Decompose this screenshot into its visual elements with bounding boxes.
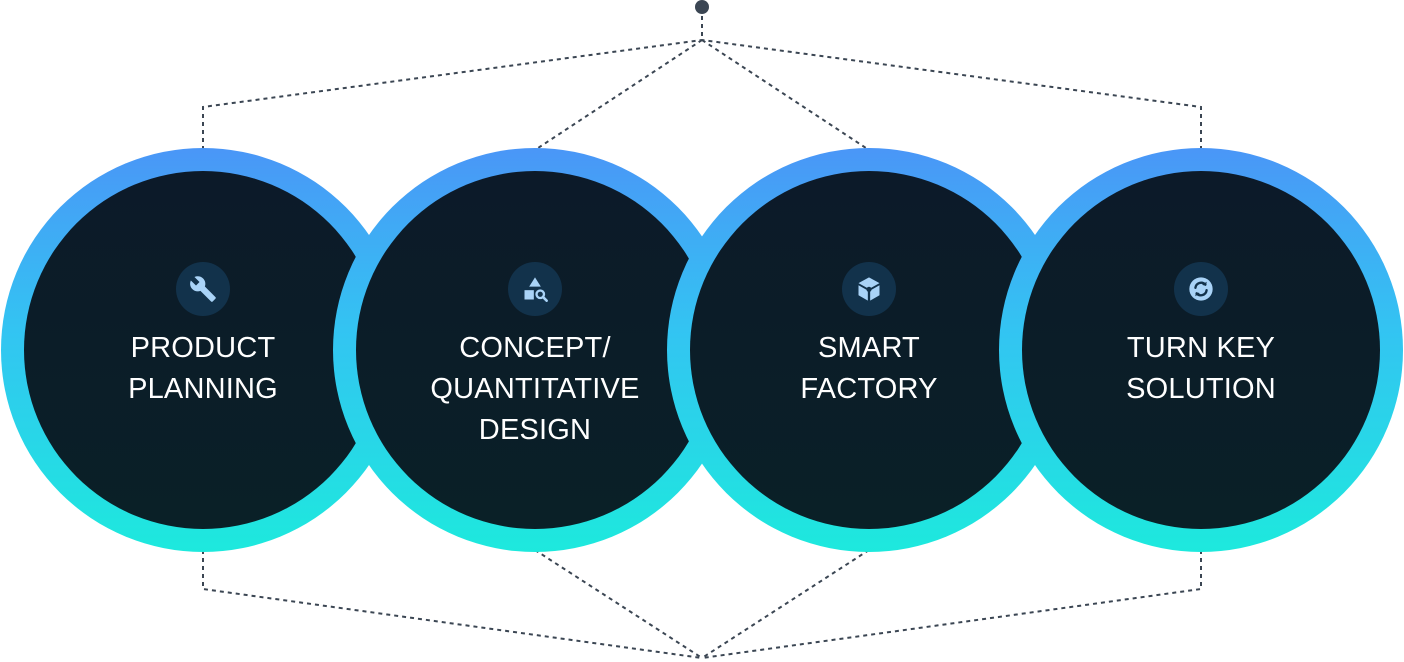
node-inner: CONCEPT/ QUANTITATIVE DESIGN (356, 171, 714, 529)
node-label-line: SOLUTION (1126, 373, 1276, 405)
hub-dot (695, 0, 709, 14)
node-inner: SMART FACTORY (690, 171, 1048, 529)
shapes-search-icon (508, 262, 562, 316)
node-label: CONCEPT/ QUANTITATIVE DESIGN (430, 328, 639, 451)
cube-icon (842, 262, 896, 316)
wrench-icon (176, 262, 230, 316)
node-turn-key-solution: TURN KEY SOLUTION (999, 148, 1403, 552)
node-label-line: CONCEPT/ (459, 332, 611, 364)
node-label-line: QUANTITATIVE (430, 373, 640, 405)
node-label: PRODUCT PLANNING (128, 328, 278, 410)
node-inner: PRODUCT PLANNING (24, 171, 382, 529)
node-label-line: SMART (818, 332, 920, 364)
node-label-line: FACTORY (800, 373, 938, 405)
node-label: TURN KEY SOLUTION (1126, 328, 1276, 410)
node-label-line: PRODUCT (130, 332, 276, 364)
node-label-line: TURN KEY (1126, 332, 1276, 364)
node-smart-factory: SMART FACTORY (667, 148, 1071, 552)
node-label-line: PLANNING (128, 373, 278, 405)
node-inner: TURN KEY SOLUTION (1022, 171, 1380, 529)
node-label-line: DESIGN (478, 414, 592, 446)
refresh-icon (1174, 262, 1228, 316)
node-label: SMART FACTORY (800, 328, 937, 410)
